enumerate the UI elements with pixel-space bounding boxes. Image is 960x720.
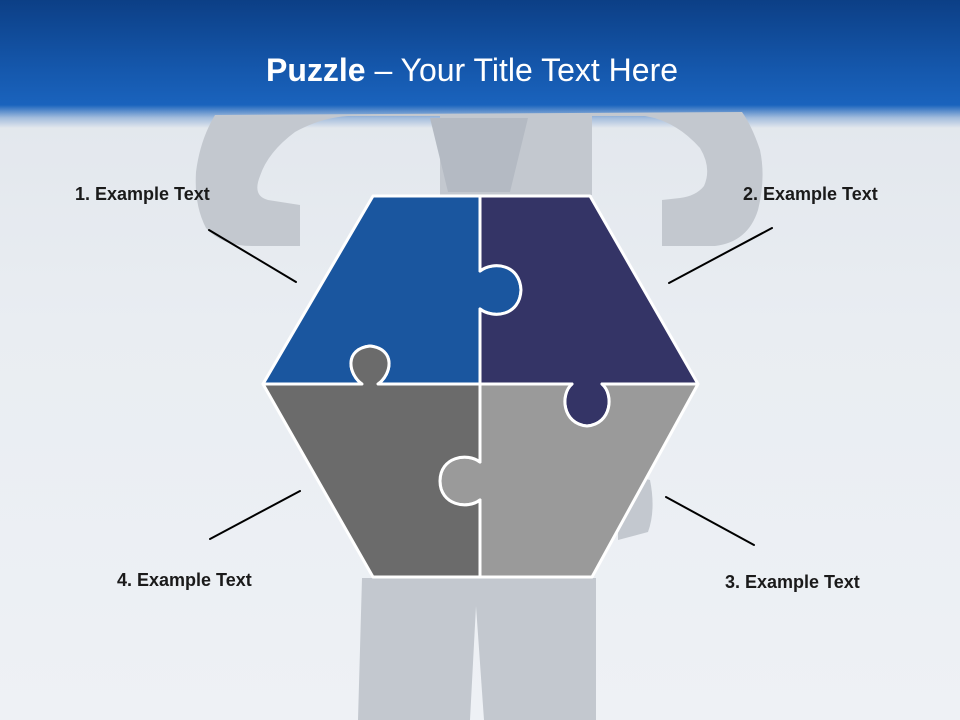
connector-line-2 bbox=[668, 227, 773, 284]
title-strong: Puzzle bbox=[265, 52, 366, 88]
slide-title: Puzzle – Your Title Text Here bbox=[0, 50, 944, 90]
title-rest: – Your Title Text Here bbox=[374, 52, 679, 88]
header-band bbox=[0, 0, 960, 128]
connector-line-4 bbox=[209, 490, 301, 540]
label-4: 4. Example Text bbox=[117, 570, 252, 590]
person-silhouette bbox=[195, 112, 763, 720]
puzzle-piece-4 bbox=[261, 344, 482, 579]
label-1: 1. Example Text bbox=[75, 184, 210, 204]
label-2: 2. Example Text bbox=[743, 184, 878, 204]
connector-line-1 bbox=[208, 229, 297, 283]
connector-line-3 bbox=[665, 496, 755, 546]
label-3: 3. Example Text bbox=[725, 572, 860, 592]
